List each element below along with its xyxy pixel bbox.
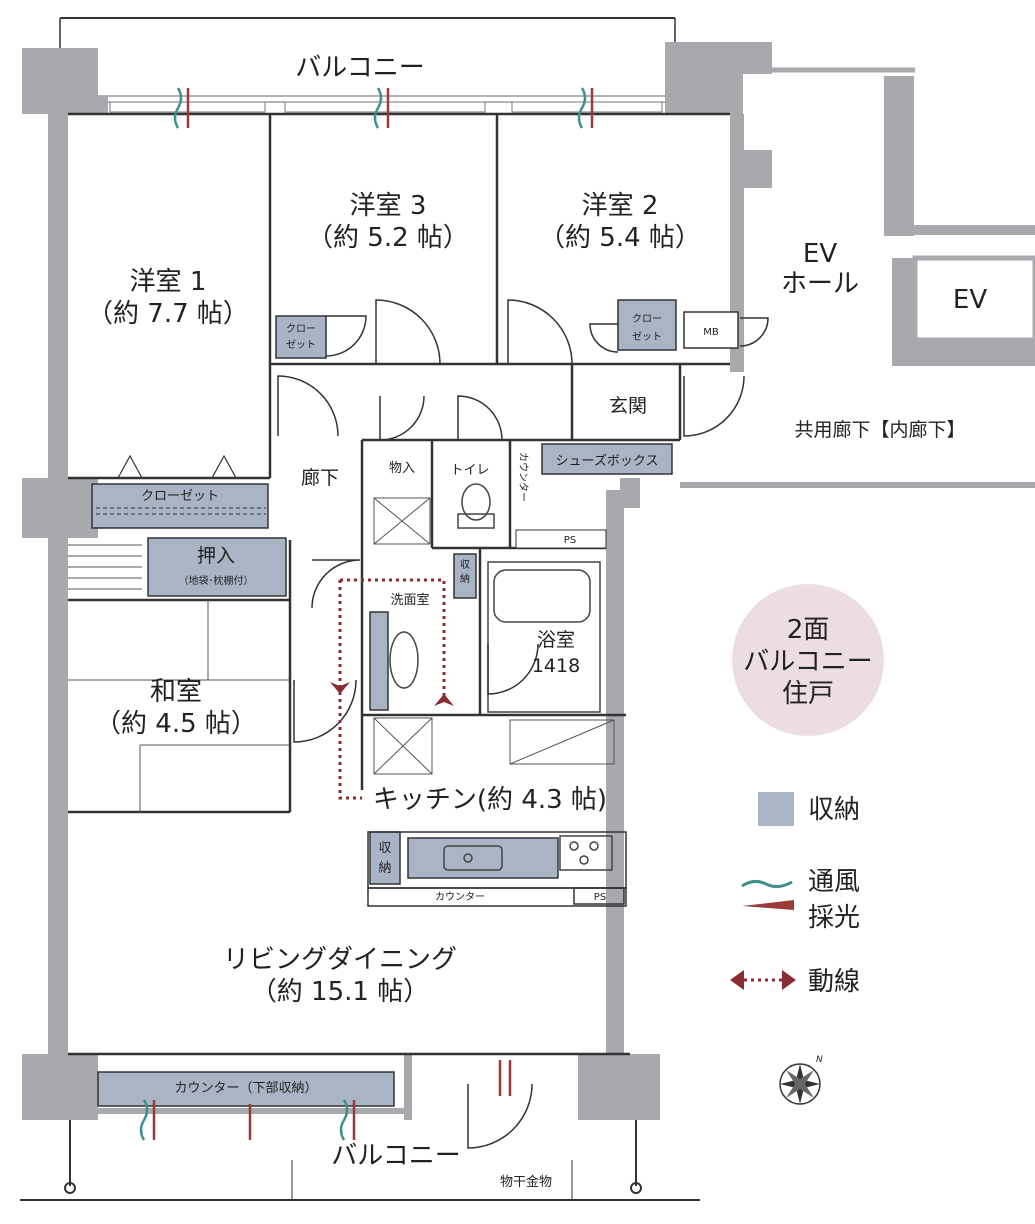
western3-size: （約 5.2 帖）: [307, 223, 469, 253]
lighting-icon: [742, 900, 794, 910]
kitchen-label: キッチン(約 4.3 帖): [373, 785, 607, 815]
badge-line-1: 2面: [787, 615, 830, 645]
circulation-route: [338, 578, 446, 800]
bathroom-label: 浴室: [537, 629, 575, 651]
counter-vertical-label: カウンター: [517, 452, 529, 502]
crossed-boxes: [373, 497, 615, 775]
washroom-label: 洗面室: [390, 592, 429, 608]
counter-bottom-label: カウンター（下部収納）: [174, 1081, 317, 1096]
toilet-label: トイレ: [450, 463, 489, 478]
ps-label-2: PS: [594, 892, 606, 903]
storage-room-label: 物入: [389, 461, 415, 476]
japanese-room-size: （約 4.5 帖）: [95, 709, 257, 739]
closet-stairs: [68, 544, 142, 590]
western2-size: （約 5.4 帖）: [539, 223, 701, 253]
ventilation-icon: [741, 879, 793, 889]
closet-small-1-b: ゼット: [286, 339, 316, 351]
badge-line-3: 住戸: [782, 679, 834, 709]
western2-name: 洋室 2: [582, 191, 659, 221]
oshiire-note: （地袋･枕棚付）: [179, 574, 254, 587]
balcony-bottom-label: バルコニー: [331, 1141, 460, 1171]
closet-small-2-b: ゼット: [632, 331, 662, 343]
circulation-arrows: [330, 682, 454, 706]
ev-area: [680, 42, 1035, 488]
outer-walls: [22, 42, 744, 1120]
kitchen-storage-a: 収: [378, 841, 391, 856]
ev-hall-label-1: EV: [803, 239, 837, 269]
shoe-box-label: シューズボックス: [556, 453, 659, 469]
japanese-room-name: 和室: [150, 677, 202, 707]
circulation-icon: [730, 970, 796, 990]
living-size: （約 15.1 帖）: [251, 977, 429, 1007]
legend: 収納 通風 採光 動線: [730, 792, 860, 997]
legend-storage-label: 収納: [808, 795, 860, 825]
fixtures: [389, 483, 613, 871]
bathroom-size: 1418: [532, 655, 580, 677]
closet-small-1-a: クロー: [286, 323, 316, 335]
windows: [109, 101, 663, 113]
western1-size: （約 7.7 帖）: [87, 299, 249, 329]
bathtub: [487, 561, 601, 713]
kitchen-counter: [367, 831, 627, 907]
closet-long-label: クローゼット: [141, 489, 219, 504]
kitchen-storage-b: 納: [378, 861, 391, 876]
storage-small-a: 収: [460, 559, 470, 571]
storage-small-b: 納: [460, 572, 470, 585]
ev-label: EV: [953, 285, 987, 315]
compass-icon: N: [779, 1055, 823, 1105]
shared-corridor-label: 共用廊下【内廊下】: [794, 419, 965, 441]
ev-hall-label-2: ホール: [781, 269, 859, 299]
legend-lighting-label: 採光: [808, 903, 860, 933]
tatami-lines: [68, 600, 290, 812]
two-balcony-badge: 2面 バルコニー 住戸: [732, 584, 884, 736]
legend-storage-swatch: [758, 792, 794, 826]
balcony-bottom: [20, 1120, 700, 1201]
compass-north-label: N: [816, 1055, 823, 1065]
western3-name: 洋室 3: [350, 191, 427, 221]
western1-name: 洋室 1: [130, 267, 207, 297]
kitchen-counter-label: カウンター: [435, 891, 485, 903]
laundry-hanger-label: 物干金物: [500, 1174, 552, 1190]
living-name: リビングダイニング: [223, 945, 457, 975]
legend-circulation-label: 動線: [808, 967, 860, 997]
ventilation-marks: [139, 87, 594, 1141]
balcony-top-label: バルコニー: [295, 53, 424, 83]
oshiire-label: 押入: [197, 545, 235, 567]
mb-label: MB: [703, 327, 719, 338]
entrance-label: 玄関: [609, 395, 647, 417]
interior-walls: [68, 112, 730, 1056]
storage-areas: [91, 299, 677, 1107]
legend-ventilation-label: 通風: [808, 867, 860, 897]
hallway-label: 廊下: [301, 467, 339, 489]
badge-line-2: バルコニー: [743, 647, 872, 677]
doors: [277, 299, 769, 1149]
ps-label-1: PS: [564, 535, 576, 546]
closet-small-2-a: クロー: [632, 313, 662, 325]
